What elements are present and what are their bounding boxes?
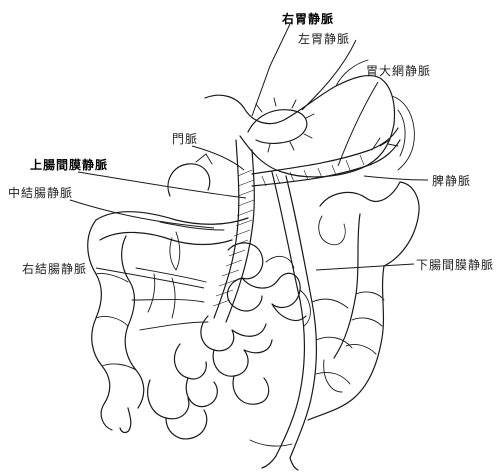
left-gastric-vein [248, 98, 314, 152]
label-middle-colic-vein: 中結腸静脈 [8, 186, 73, 200]
label-portal-vein: 門脈 [172, 132, 198, 146]
leader-sma-vein [78, 172, 246, 198]
label-gastroepiploic-vein: 胃大網静脈 [366, 64, 431, 78]
middle-colic-vein [160, 222, 224, 270]
right-colic-vein [132, 268, 208, 330]
leader-right-gastric [252, 24, 290, 116]
leader-splenic [364, 176, 428, 180]
ascending-colon [88, 220, 144, 433]
leader-inferior-mesenteric [316, 264, 414, 270]
label-inferior-mesenteric-vein: 下腸間膜静脈 [416, 258, 494, 272]
label-right-colic-vein: 右結腸静脈 [22, 262, 87, 276]
leader-left-gastric [302, 40, 356, 110]
transverse-colon [96, 154, 419, 266]
label-right-gastric-vein: 右胃静脈 [282, 12, 334, 26]
inferior-mesenteric-vein [272, 172, 352, 458]
label-left-gastric-vein: 左胃静脈 [298, 32, 350, 46]
portal-vein-trunk [213, 140, 254, 322]
descending-colon [308, 214, 384, 420]
label-superior-mesenteric-vein: 上腸間膜静脈 [30, 158, 108, 172]
label-splenic-vein: 脾静脈 [432, 174, 471, 188]
